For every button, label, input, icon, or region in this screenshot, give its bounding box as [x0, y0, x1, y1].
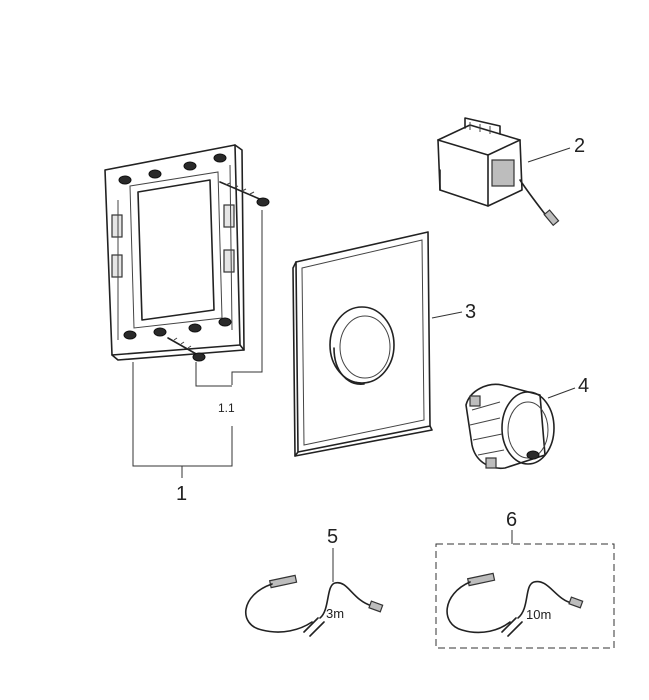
cable-length-6: 10m [526, 607, 551, 622]
callout-6: 6 [506, 509, 517, 531]
callout-4: 4 [578, 375, 589, 397]
callout-5: 5 [327, 526, 338, 548]
cable-icon [446, 572, 584, 637]
callout-1-1: 1.1 [218, 401, 235, 415]
power-supply-icon [437, 117, 560, 227]
screw-icon [219, 181, 270, 207]
cable-length-5: 3m [326, 606, 344, 621]
mounting-frame-icon [104, 144, 245, 361]
callout-2: 2 [574, 135, 585, 157]
callout-1: 1 [176, 483, 187, 505]
kit-boundary [435, 543, 615, 649]
screw-icon [167, 337, 206, 362]
infrared-sensor-icon [465, 383, 555, 470]
cover-plate-icon [292, 231, 433, 457]
callout-3: 3 [465, 301, 476, 323]
cable-icon [245, 574, 384, 637]
